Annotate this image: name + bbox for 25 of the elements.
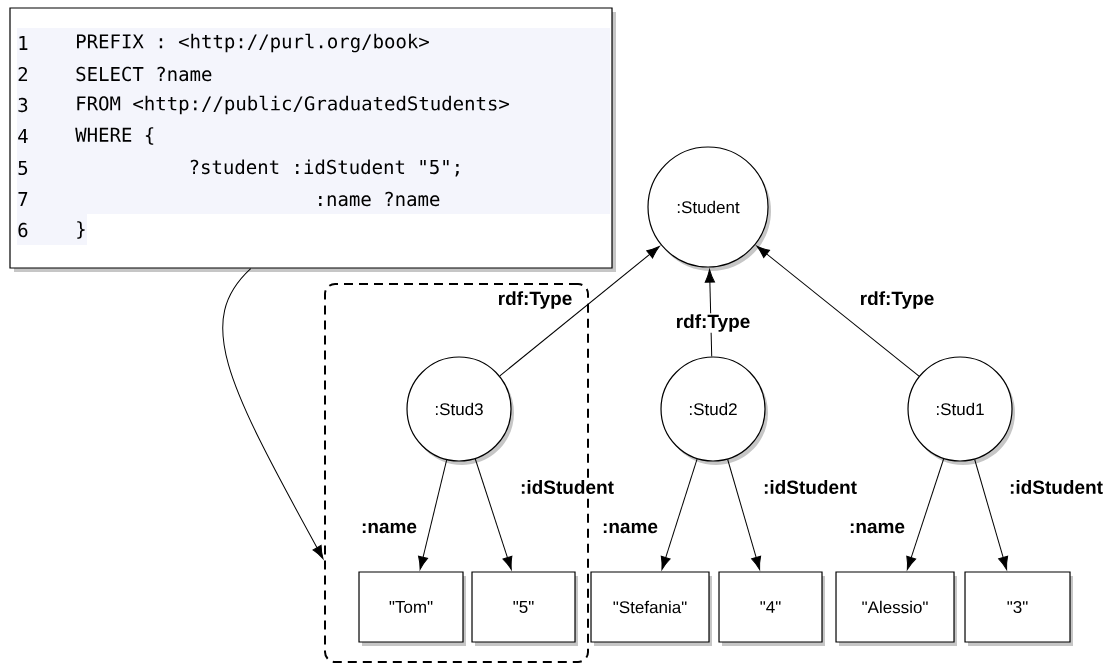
edge-label: rdf:Type bbox=[496, 290, 574, 310]
arrow bbox=[474, 458, 513, 570]
edge-label: :idStudent bbox=[1008, 479, 1104, 495]
arrow bbox=[418, 459, 448, 570]
arrow bbox=[704, 269, 715, 357]
arrow bbox=[499, 246, 660, 377]
edge-label: rdf:Type bbox=[674, 313, 752, 333]
edge-label: :idStudent bbox=[762, 479, 858, 495]
edge-label: :name bbox=[360, 521, 418, 535]
arrow bbox=[660, 458, 698, 570]
edge-label: :idStudent bbox=[519, 479, 615, 495]
literal-box: "Alessio" bbox=[835, 571, 955, 643]
edge-label: :name bbox=[601, 521, 659, 535]
literal-box: "Stefania" bbox=[590, 571, 710, 643]
arrow bbox=[756, 245, 920, 377]
literal-box: "5" bbox=[471, 571, 576, 643]
literal-box: "4" bbox=[718, 571, 823, 643]
arrow bbox=[974, 459, 1009, 570]
literal-box: "3" bbox=[964, 571, 1071, 643]
curved-arrow bbox=[222, 268, 324, 560]
literal-box: "Tom" bbox=[358, 571, 464, 643]
arrow bbox=[727, 459, 762, 570]
edge-label: :name bbox=[848, 521, 906, 535]
arrow bbox=[906, 458, 945, 570]
edge-label: rdf:Type bbox=[858, 290, 936, 310]
